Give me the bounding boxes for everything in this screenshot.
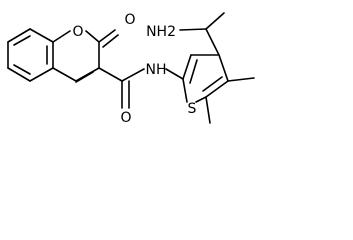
thiophene-sulfur-label: S [188,101,197,117]
bond [7,67,31,82]
bond [182,78,188,103]
bond [205,96,211,124]
bond [52,67,77,82]
bond [182,54,192,80]
amide-oxygen-label: O [120,110,131,126]
bond [189,59,198,84]
bond [218,54,229,82]
bonds [7,12,255,124]
bond [52,30,71,43]
bond [205,80,229,98]
bond [165,68,184,80]
bond [202,76,223,92]
bond [29,28,54,43]
bond [227,77,255,82]
bond [98,67,123,82]
amide-nh-label: NH [146,62,167,78]
bond [102,34,119,48]
lactone-oxygen-label: O [124,12,135,28]
bond [13,35,31,46]
atom-labels: O O O NH S NH2 [72,12,196,126]
bond [179,28,207,31]
carboxamide-nh2-label: NH2 [146,24,176,40]
bond [85,30,100,43]
bond [7,28,31,43]
bond [195,96,207,103]
bond [205,28,220,56]
bond [205,12,225,30]
bond [29,67,54,82]
chemical-structure-diagram: O O O NH S NH2 [7,12,255,126]
bond [75,71,94,83]
ring-oxygen-label: O [72,24,83,40]
bond [13,64,31,75]
bond [121,68,145,82]
bond [98,29,116,43]
